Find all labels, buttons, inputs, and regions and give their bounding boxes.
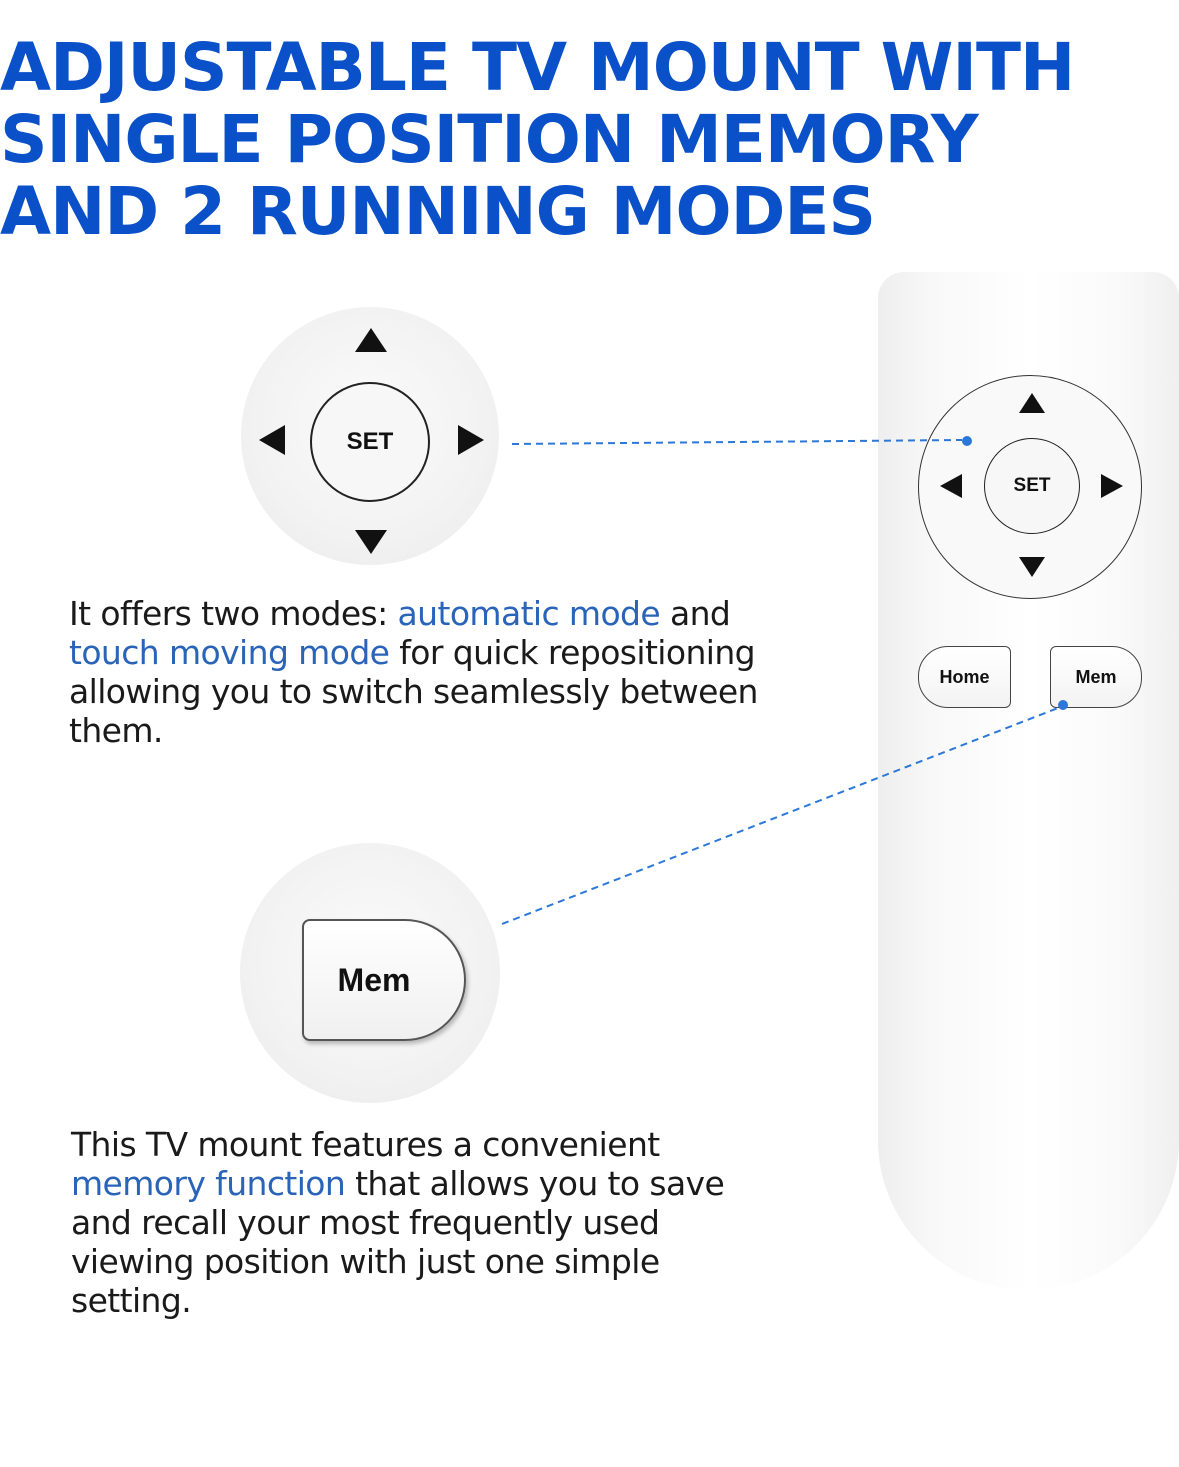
set-button-zoom: SET xyxy=(310,382,430,502)
memory-function-highlight: memory function xyxy=(71,1164,346,1203)
remote-arrow-left-icon xyxy=(940,474,962,498)
modes-text-2: and xyxy=(660,594,731,633)
mem-button-zoom: Mem xyxy=(302,919,466,1041)
modes-text-1: It offers two modes: xyxy=(69,594,398,633)
remote-arrow-right-icon xyxy=(1101,474,1123,498)
arrow-down-icon xyxy=(355,530,387,554)
touch-moving-mode-highlight: touch moving mode xyxy=(69,633,390,672)
remote-set-button: SET xyxy=(984,438,1080,534)
arrow-right-icon xyxy=(458,425,484,455)
remote-arrow-up-icon xyxy=(1019,393,1045,413)
remote-arrow-down-icon xyxy=(1019,557,1045,577)
headline-line-1: ADJUSTABLE TV MOUNT WITH xyxy=(0,29,1075,106)
headline-line-2: SINGLE POSITION MEMORY xyxy=(0,101,979,178)
mem-leader-dot xyxy=(1058,700,1068,710)
dpad-leader-dot xyxy=(962,436,972,446)
memory-text-2: that allows you to save and recall your … xyxy=(71,1164,725,1320)
automatic-mode-highlight: automatic mode xyxy=(397,594,661,633)
headline-line-3: AND 2 RUNNING MODES xyxy=(0,173,876,250)
memory-description: This TV mount features a convenient memo… xyxy=(71,1125,771,1320)
remote-home-button: Home xyxy=(918,646,1011,708)
modes-description: It offers two modes: automatic mode and … xyxy=(69,594,769,750)
arrow-left-icon xyxy=(259,425,285,455)
dpad-leader-line xyxy=(511,439,963,445)
arrow-up-icon xyxy=(355,328,387,352)
remote-mem-button: Mem xyxy=(1050,646,1142,708)
modes-text-3: for quick repositioning allowing you to … xyxy=(69,633,758,750)
headline: ADJUSTABLE TV MOUNT WITH SINGLE POSITION… xyxy=(0,32,1179,248)
mem-leader-line xyxy=(501,707,1059,925)
memory-text-1: This TV mount features a convenient xyxy=(71,1125,660,1164)
